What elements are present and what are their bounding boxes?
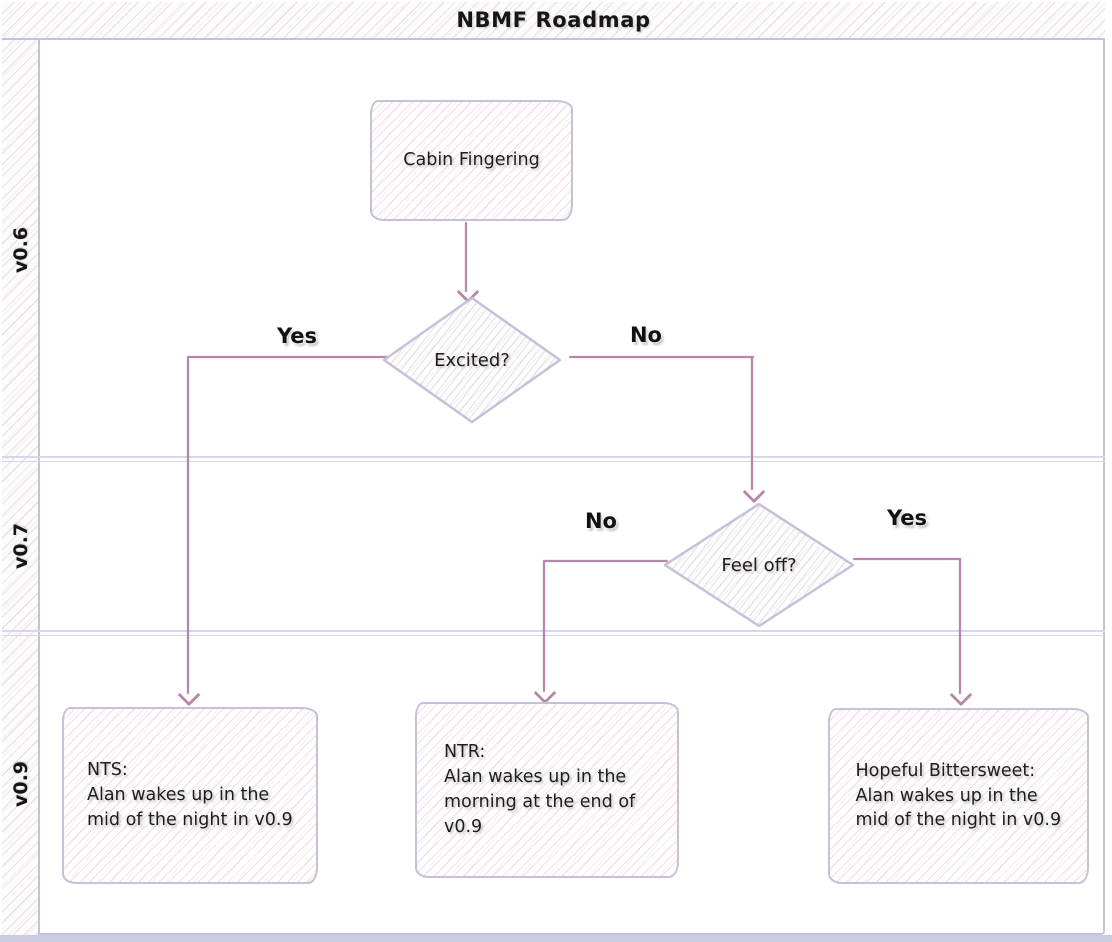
lane-label-v09: v0.9 [10, 760, 32, 808]
edge-feeloff-yes [959, 558, 962, 694]
lane-divider [2, 456, 1105, 462]
lane-column [2, 40, 40, 935]
node-ntr: NTR: Alan wakes up in the morning at the… [415, 702, 679, 878]
edge-feeloff-yes [853, 558, 961, 561]
diamond-shape [382, 296, 562, 424]
node-decision-excited: Excited? [382, 296, 562, 424]
edge-excited-no [751, 356, 754, 490]
edge-excited-yes [187, 356, 190, 694]
node-label: Excited? [434, 349, 510, 371]
diagram-title: NBMF Roadmap [456, 8, 651, 32]
edge-cabin-to-excited [465, 222, 468, 292]
node-cabin-fingering: Cabin Fingering [370, 100, 573, 221]
node-label: NTR: Alan wakes up in the morning at the… [444, 742, 636, 837]
edge-feeloff-no [544, 560, 668, 563]
edge-label-yes: Yes [886, 506, 928, 530]
lane-label-v07: v0.7 [10, 522, 32, 570]
node-label: NTS: Alan wakes up in the mid of the nig… [87, 760, 293, 830]
node-nts: NTS: Alan wakes up in the mid of the nig… [62, 707, 318, 884]
edge-excited-no [569, 356, 754, 359]
edge-label-yes: Yes [276, 324, 318, 348]
node-decision-feel-off: Feel off? [663, 502, 855, 628]
edge-label-no: No [629, 323, 662, 347]
diamond-shape [663, 502, 855, 628]
title-bar: NBMF Roadmap [2, 2, 1105, 40]
node-label: Feel off? [721, 554, 797, 576]
node-label: Cabin Fingering [403, 150, 540, 171]
node-hopeful-bittersweet: Hopeful Bittersweet: Alan wakes up in th… [828, 708, 1089, 884]
lane-divider [2, 630, 1105, 636]
edge-label-no: No [584, 509, 617, 533]
bottom-strip [0, 935, 1112, 942]
edge-feeloff-no [543, 560, 546, 692]
node-label: Hopeful Bittersweet: Alan wakes up in th… [855, 760, 1062, 831]
lane-label-v06: v0.6 [10, 226, 32, 274]
edge-excited-yes [188, 356, 392, 359]
